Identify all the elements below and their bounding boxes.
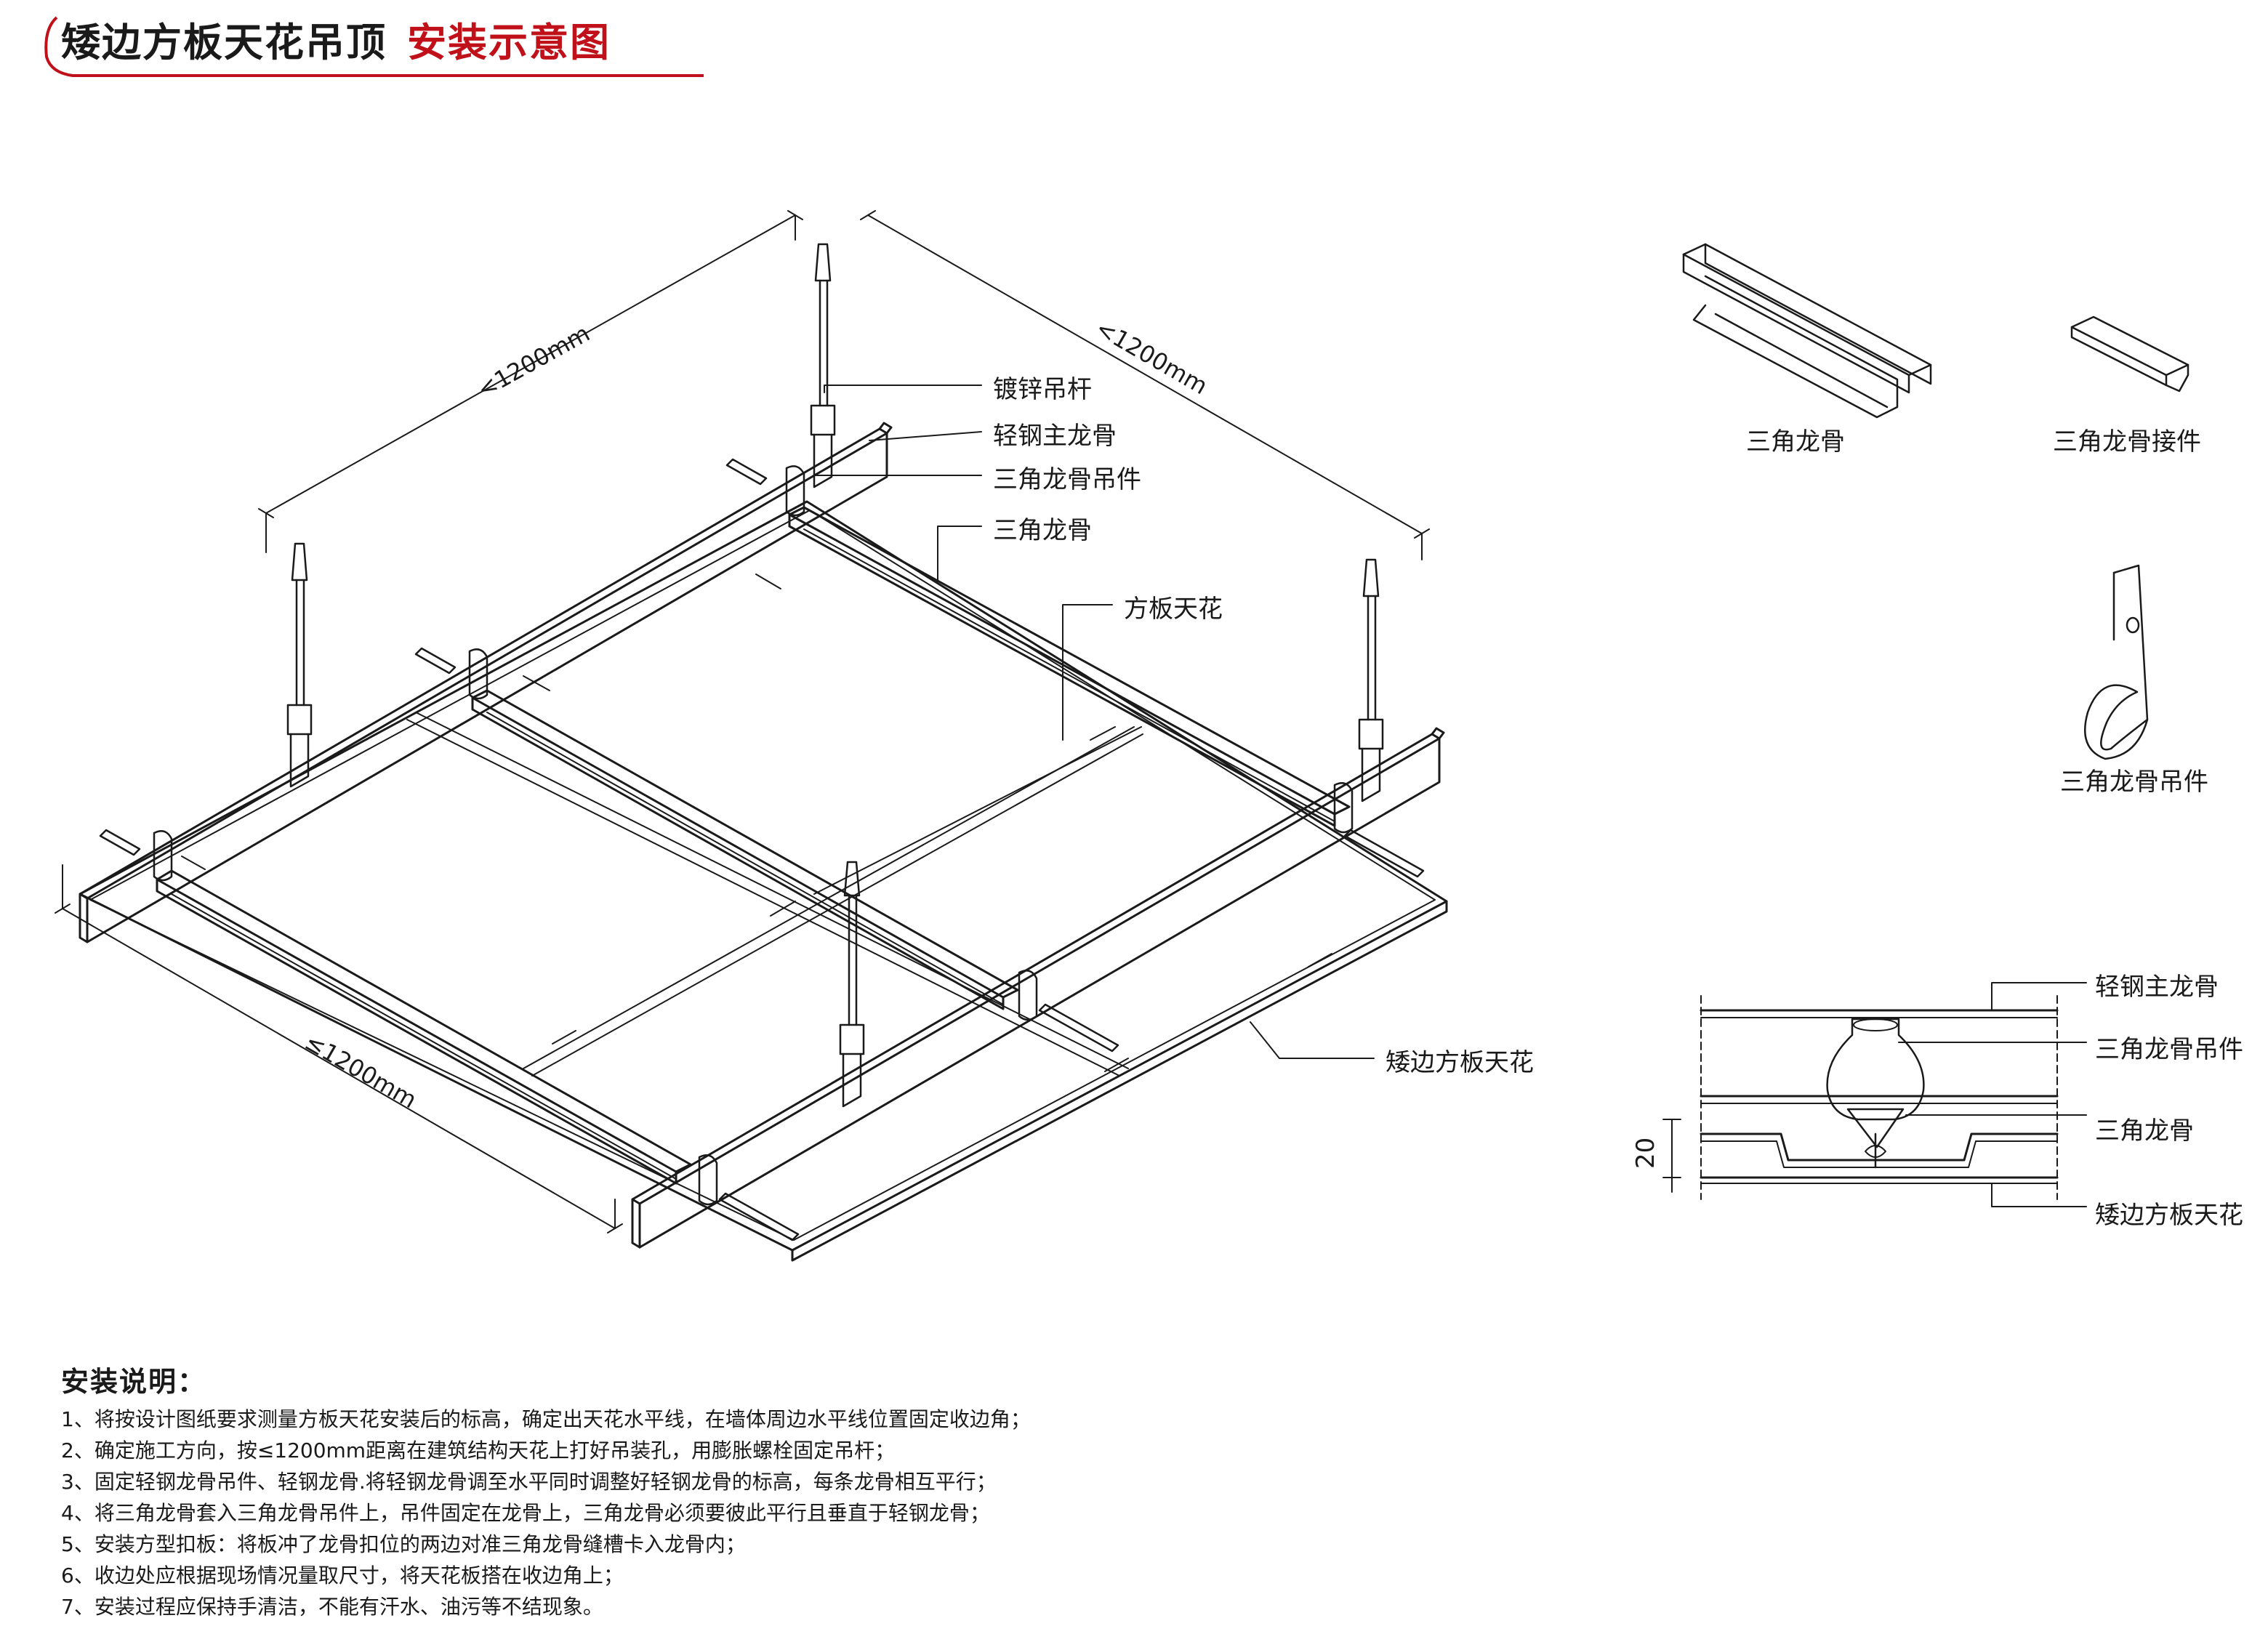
note-item: 2、确定施工方向，按≤1200mm距离在建筑结构天花上打好吊装孔，用膨胀螺栓固定… [61,1438,896,1462]
label-tri-keel: 三角龙骨 [993,516,1092,545]
part-keel-connector-drawing [2070,315,2189,393]
section-label-low-edge-panel: 矮边方板天花 [2095,1201,2243,1230]
section-detail-drawing [1662,982,2087,1207]
note-item: 1、将按设计图纸要求测量方板天花安装后的标高，确定出天花水平线，在墙体周边水平线… [61,1407,1031,1431]
part-label-keel-hanger: 三角龙骨吊件 [2060,768,2208,797]
section-dimension-20: 20 [1631,1137,1660,1169]
section-label-tri-keel: 三角龙骨 [2095,1116,2194,1146]
header-underline [44,16,704,77]
note-item: 3、固定轻钢龙骨吊件、轻钢龙骨.将轻钢龙骨调至水平同时调整好轻钢龙骨的标高，每条… [61,1470,997,1494]
keel-hanger-clips [99,458,1425,1241]
part-triangle-keel-drawing [1682,243,1932,419]
label-main-keel: 轻钢主龙骨 [993,422,1117,451]
page-title-main: 矮边方板天花吊顶 [61,20,387,65]
label-tri-keel-hanger: 三角龙骨吊件 [993,465,1141,494]
notes-title: 安装说明： [61,1366,207,1398]
header: 矮边方板天花吊顶安装示意图 [0,0,727,87]
part-keel-hanger-drawing [2084,564,2149,760]
leader-lines [813,385,1375,1059]
page-title: 矮边方板天花吊顶安装示意图 [61,10,611,68]
section-label-main-keel: 轻钢主龙骨 [2095,973,2219,1002]
hanger-rods [286,243,1384,1108]
note-item: 5、安装方型扣板：将板冲了龙骨扣位的两边对准三角龙骨缝槽卡入龙骨内； [61,1532,746,1556]
label-low-edge-panel: 矮边方板天花 [1386,1048,1534,1077]
label-hanger-rod: 镀锌吊杆 [993,375,1092,404]
note-item: 6、收边处应根据现场情况量取尺寸，将天花板搭在收边角上； [61,1563,624,1587]
dimension-lines [55,210,1430,1233]
note-item: 4、将三角龙骨套入三角龙骨吊件上，吊件固定在龙骨上，三角龙骨必须要彼此平行且垂直… [61,1501,990,1525]
main-keels [79,422,1445,1249]
note-item: 7、安装过程应保持手清洁，不能有汗水、油污等不结现象。 [61,1595,603,1619]
notes-list: 1、将按设计图纸要求测量方板天花安装后的标高，确定出天花水平线，在墙体周边水平线… [61,1404,1297,1622]
page-title-sub: 安装示意图 [407,20,611,65]
label-square-panel: 方板天花 [1124,595,1223,624]
installation-notes: 安装说明： 1、将按设计图纸要求测量方板天花安装后的标高，确定出天花水平线，在墙… [61,1359,1297,1622]
part-label-keel-connector: 三角龙骨接件 [2053,427,2201,456]
ceiling-panel-grid [79,500,1448,1262]
section-label-keel-hanger: 三角龙骨吊件 [2095,1035,2243,1064]
part-label-tri-keel: 三角龙骨 [1746,427,1845,456]
